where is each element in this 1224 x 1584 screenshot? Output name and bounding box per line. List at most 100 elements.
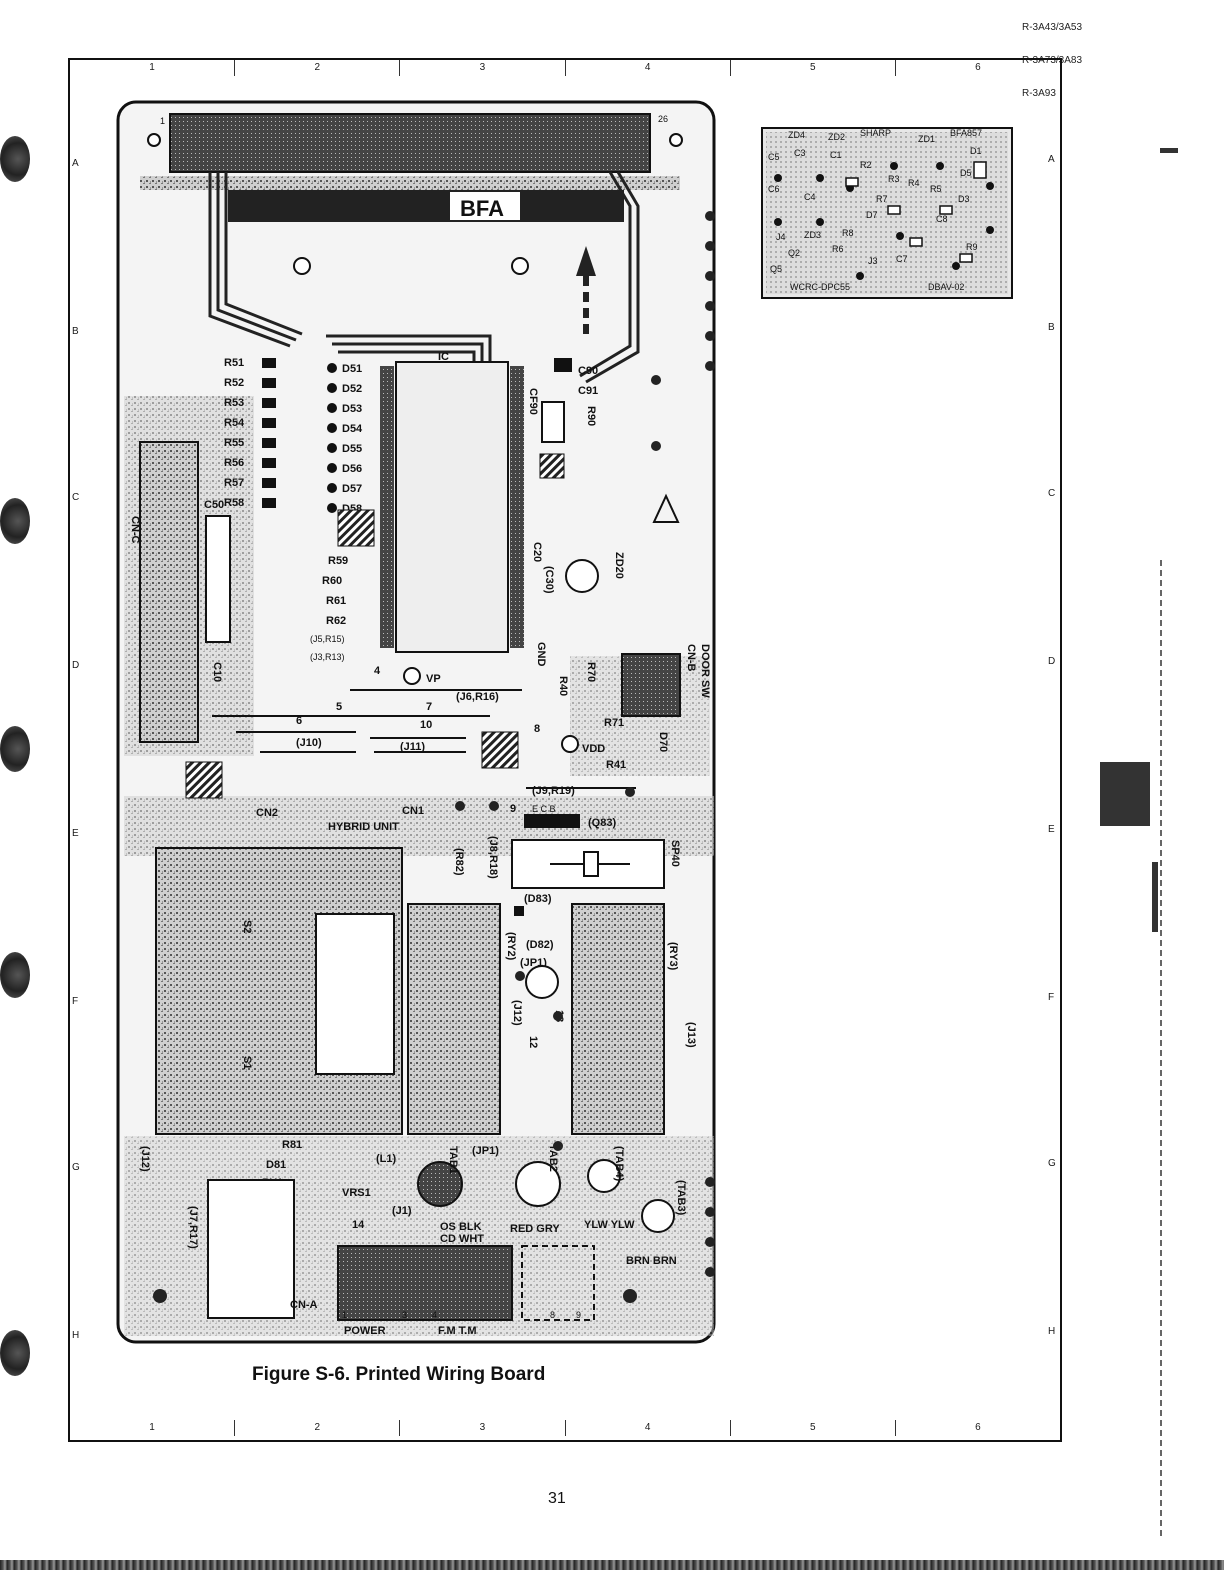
- tab-tab3: [641, 1199, 675, 1233]
- printed-wiring-board: 1 26 BFA R51 R52 R53 R54 R55 R56 R57 R58: [110, 96, 722, 1350]
- solder-pad: [327, 423, 337, 433]
- r90-label: R90: [585, 406, 597, 426]
- inset-label: D7: [866, 210, 878, 220]
- mount-hole: [669, 133, 683, 147]
- resistor-label: R62: [326, 615, 346, 627]
- connector-cn-a-ext: [521, 1245, 595, 1321]
- mount-hole: [147, 133, 161, 147]
- transistor-q83: [524, 814, 580, 828]
- column-marker: 3: [400, 60, 566, 76]
- d81-label: D81: [266, 1159, 286, 1171]
- side-bar-mark: [1152, 862, 1158, 932]
- q83-label: (Q83): [588, 817, 616, 829]
- inset-label: C7: [896, 254, 908, 264]
- inset-label: D3: [958, 194, 970, 204]
- hatched-pad: [337, 509, 375, 547]
- ry3-label: (RY3): [667, 942, 679, 971]
- diode-body: [262, 498, 276, 508]
- solder-pad: [327, 443, 337, 453]
- tab-tab1: [417, 1161, 463, 1207]
- column-marker: 1: [70, 60, 236, 76]
- cn-a-label: CN-A: [290, 1299, 318, 1311]
- inset-label: R5: [930, 184, 942, 194]
- solder-pad: [327, 483, 337, 493]
- capacitor-c20: [565, 559, 599, 593]
- r82-label: (R82): [453, 848, 465, 876]
- buzzer-crystal: [583, 851, 599, 877]
- resistor-label: R61: [326, 595, 346, 607]
- r71-label: R71: [604, 717, 624, 729]
- wire-color-label: RED GRY: [510, 1223, 560, 1235]
- side-tab-mark: [1100, 762, 1150, 826]
- row-marker: C: [72, 492, 80, 503]
- diode-body: [262, 418, 276, 428]
- display-label-bg: [450, 192, 520, 220]
- wire-color-label: CD WHT: [440, 1233, 484, 1245]
- inset-label: C1: [830, 150, 842, 160]
- pin-label: 10: [420, 719, 432, 731]
- inset-label: J3: [868, 256, 878, 266]
- diode-label: D55: [342, 443, 362, 455]
- cn-a-pin: 4: [432, 1310, 437, 1320]
- ecb-label: E C B: [532, 804, 556, 814]
- row-marker: D: [72, 660, 80, 671]
- cn-c-label: CN-C: [129, 516, 141, 544]
- power-label: POWER: [344, 1325, 386, 1337]
- capacitor-c50: [205, 515, 231, 643]
- capacitor-c90: [554, 358, 572, 372]
- fm-tm-label: F.M T.M: [438, 1325, 477, 1337]
- diode-label: D51: [342, 363, 362, 375]
- right-edge-rule: [1160, 560, 1162, 1540]
- resistor-label: R51: [224, 357, 244, 369]
- cn-a-pin: 3: [402, 1310, 407, 1320]
- diode-label: D57: [342, 483, 362, 495]
- inset-label: R8: [842, 228, 854, 238]
- d83-label: (D83): [524, 893, 552, 905]
- inset-label: R9: [966, 242, 978, 252]
- j6-label: (J6,R16): [456, 691, 499, 703]
- column-marker: 4: [566, 1420, 731, 1436]
- column-markers-bottom: 1 2 3 4 5 6: [70, 1420, 1060, 1436]
- wire-color-label: YLW YLW: [584, 1219, 635, 1231]
- row-markers-right: A B C D E F G H: [1046, 80, 1060, 1420]
- solder-pad: [327, 403, 337, 413]
- pin12-label: 12: [527, 1036, 539, 1048]
- row-marker: G: [1048, 1158, 1056, 1169]
- hatched-pad: [539, 453, 565, 479]
- inset-label: R2: [860, 160, 872, 170]
- header-pin-left: 1: [160, 116, 165, 126]
- solder-pad: [327, 463, 337, 473]
- pin-label: 5: [336, 701, 342, 713]
- pin-label: 8: [534, 723, 540, 735]
- j10-label: (J10): [296, 737, 322, 749]
- inset-label: R7: [876, 194, 888, 204]
- hybrid-unit-label: HYBRID UNIT: [328, 821, 399, 833]
- inset-label: BFA857: [950, 128, 982, 138]
- main-ic: [395, 361, 509, 653]
- cn1-label: CN1: [402, 805, 424, 817]
- pin-label: 4: [374, 665, 381, 677]
- pin14-label: 14: [352, 1219, 365, 1231]
- resistor-label: R56: [224, 457, 244, 469]
- tab-tab4: [587, 1159, 621, 1193]
- side-dash-mark: [1160, 148, 1178, 153]
- d82-label: (D82): [526, 939, 554, 951]
- inset-label: ZD2: [828, 132, 845, 142]
- inset-label: C8: [936, 214, 948, 224]
- column-marker: 1: [70, 1420, 236, 1436]
- solder-pad: [327, 383, 337, 393]
- jumper-label: (J3,R13): [310, 652, 345, 662]
- connector-cn-a: [337, 1245, 513, 1321]
- c90-label: C90: [578, 365, 598, 377]
- cn-a-pin: 9: [576, 1310, 581, 1320]
- row-marker: G: [72, 1162, 80, 1173]
- ic-pins-right: [510, 366, 524, 648]
- connector-cn-b: [621, 653, 681, 717]
- model-line-3: R-3A93: [1022, 88, 1056, 99]
- crystal-cf90: [541, 401, 565, 443]
- inset-label: R4: [908, 178, 920, 188]
- diode-body: [262, 478, 276, 488]
- inset-label: R3: [888, 174, 900, 184]
- inset-label: ZD1: [918, 134, 935, 144]
- tab1-label: TAB1: [447, 1146, 459, 1174]
